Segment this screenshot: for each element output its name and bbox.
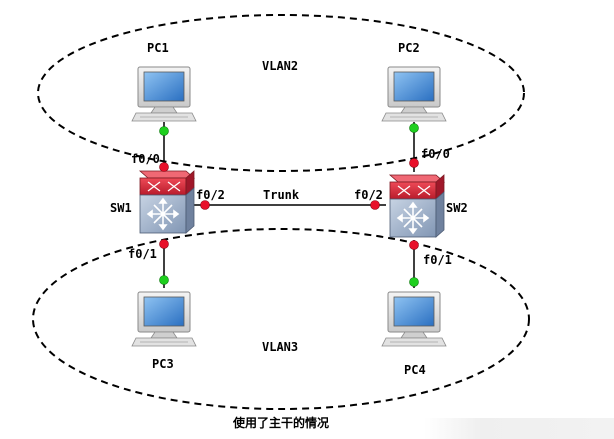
sw1-label: SW1 [110, 201, 132, 215]
port-dot-pc2 [409, 123, 419, 133]
pc3-icon[interactable] [131, 291, 197, 347]
pc4-icon[interactable] [381, 291, 447, 347]
port-dot-sw2-up [409, 158, 419, 168]
pc4-label: PC4 [404, 363, 426, 377]
pc1-icon[interactable] [131, 66, 197, 122]
port-label-sw2-trunk: f0/2 [354, 188, 383, 202]
port-label-sw2-down: f0/1 [423, 253, 452, 267]
vlan2-label: VLAN2 [262, 59, 298, 73]
vlan3-label: VLAN3 [262, 340, 298, 354]
port-dot-pc4 [409, 277, 419, 287]
sw2-label: SW2 [446, 201, 468, 215]
pc2-icon[interactable] [381, 66, 447, 122]
port-label-sw1-down: f0/1 [128, 247, 157, 261]
pc3-label: PC3 [152, 357, 174, 371]
port-label-sw1-trunk: f0/2 [196, 188, 225, 202]
sw2-icon[interactable] [389, 174, 445, 238]
pc2-label: PC2 [398, 41, 420, 55]
port-dot-sw1-trunk [200, 200, 210, 210]
watermark-fade [424, 418, 614, 439]
vlan3-boundary [32, 228, 530, 410]
port-dot-sw2-trunk [370, 200, 380, 210]
sw1-icon[interactable] [139, 170, 195, 234]
port-dot-sw1-down [159, 239, 169, 249]
vlan2-boundary [37, 14, 525, 172]
trunk-label: Trunk [263, 188, 300, 202]
port-label-sw2-up: f0/0 [421, 147, 450, 161]
port-dot-pc3 [159, 275, 169, 285]
port-label-sw1-up: f0/0 [131, 152, 160, 166]
pc1-label: PC1 [147, 41, 169, 55]
diagram-caption: 使用了主干的情况 [232, 415, 329, 430]
port-dot-sw2-down [409, 240, 419, 250]
port-dot-pc1 [159, 126, 169, 136]
port-dot-sw1-up [159, 162, 169, 172]
